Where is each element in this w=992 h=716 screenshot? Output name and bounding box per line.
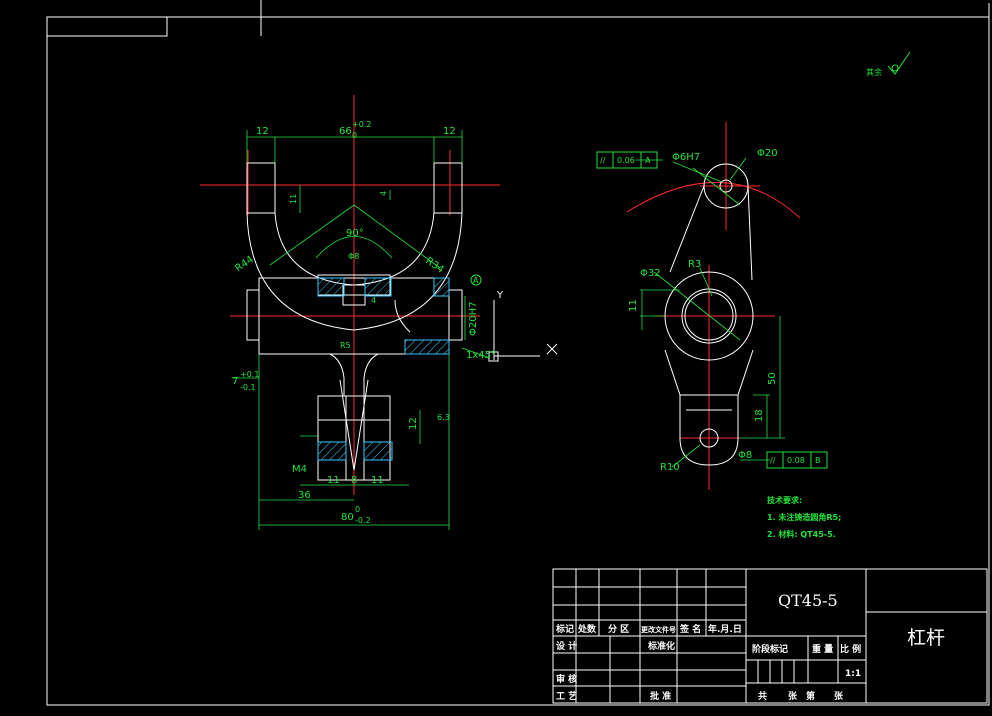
dim-phi8: Φ8 (348, 252, 359, 261)
dim-phi32: Φ32 (640, 268, 661, 279)
dim-b11a: 11 (327, 475, 340, 486)
tb-label-zhang2: 张 (834, 690, 844, 702)
fcf-bottom-value: 0.08 (787, 456, 805, 465)
dim-top-tol-lower: 0 (352, 131, 357, 140)
tb-label-di: 第 (806, 690, 815, 702)
dim-seven: 7 (232, 376, 238, 387)
datum-a-label: A (473, 276, 479, 285)
dim-w80-upper: 0 (355, 505, 360, 514)
dim-chamfer: 1x45° (466, 350, 496, 361)
front-view: Y 66 +0.2 0 12 12 90° R44 R34 Φ8 11 4 4 … (200, 95, 558, 530)
fcf-bottom-datum: B (815, 456, 821, 465)
dim-top-tol-upper: +0.2 (352, 120, 371, 129)
dim-phi6: Φ6H7 (672, 152, 700, 163)
dim-h11: 11 (289, 194, 298, 204)
dim-left-lug: 12 (256, 126, 269, 137)
dim-v50: 50 (767, 372, 778, 385)
tb-label-zhongliang: 重 量 (812, 643, 833, 655)
front-dimension-lines (232, 130, 491, 530)
dim-r34: R34 (423, 255, 445, 275)
dim-angle: 90° (346, 228, 364, 239)
tb-label-gongyi: 工 艺 (556, 690, 577, 702)
dim-b11b: 11 (371, 475, 384, 486)
title-block (552, 568, 988, 704)
tb-label-zhang: 张 (788, 690, 798, 702)
dim-four-a: 4 (379, 191, 388, 196)
tb-label-wenjian: 更改文件号 (641, 625, 676, 634)
tb-label-biaozhunhua: 标准化 (647, 640, 675, 652)
tb-label-fenqu: 分 区 (608, 623, 629, 635)
tb-label-pizhun: 批 准 (650, 690, 671, 702)
dim-v11: 11 (628, 299, 639, 312)
dim-w36: 36 (298, 490, 311, 501)
requirements-title: 技术要求: (767, 495, 802, 505)
roughness-symbol-icon (887, 51, 911, 75)
dim-seven-upper: +0.1 (240, 370, 259, 379)
dim-r12: 12 (408, 417, 419, 430)
fcf-bottom (766, 451, 828, 469)
tb-label-biaoji: 标记 (555, 623, 574, 635)
dim-four-b: 4 (371, 296, 376, 305)
dim-m4: M4 (292, 464, 307, 475)
tb-label-bili: 比 例 (840, 643, 861, 655)
tb-label-jieduan: 阶段标记 (752, 643, 788, 655)
dim-rough: 6.3 (437, 413, 450, 422)
dim-r44: R44 (233, 254, 255, 274)
sheet-frame (46, 0, 990, 706)
fcf-top-symbol: // (600, 156, 606, 165)
datum-a-icon (470, 274, 482, 286)
dim-seven-lower: -0.1 (240, 383, 256, 392)
dim-b8: 8 (351, 475, 357, 486)
front-hatch-sections (317, 277, 450, 461)
fcf-top (596, 151, 658, 169)
requirements-item-2: 2. 材料: QT45-5. (767, 529, 836, 539)
tb-label-sheji: 设 计 (556, 640, 577, 652)
dim-phi20: Φ20 (757, 148, 778, 159)
fcf-top-value: 0.06 (617, 156, 635, 165)
title-block-part-name: 杠杆 (907, 627, 945, 649)
fcf-bottom-symbol: // (770, 456, 776, 465)
dim-w80-lower: -0.2 (355, 516, 371, 525)
requirements-item-1: 1. 未注铸造圆角R5; (767, 512, 841, 522)
dim-top-width: 66 (339, 126, 352, 137)
title-block-material: QT45-5 (778, 591, 838, 610)
dim-r5: R5 (340, 341, 351, 350)
dim-w80: 80 (341, 512, 354, 523)
dim-bore: Φ20H7 (468, 302, 479, 336)
dim-r10: R10 (660, 462, 680, 473)
title-block-scale: 1:1 (845, 669, 861, 679)
side-centerlines (626, 122, 801, 490)
side-dimension-lines (636, 157, 785, 468)
tb-label-gong: 共 (758, 690, 767, 702)
surface-roughness-note: 其余 (866, 51, 911, 77)
ucs-axis-icon (488, 300, 558, 362)
side-view: // 0.06 A // 0.08 B A Φ6H7 Φ20 Φ32 R3 11… (470, 122, 828, 490)
tb-label-date: 年.月.日 (708, 623, 742, 635)
tb-label-shenhe: 审 核 (556, 673, 577, 685)
roughness-note-text: 其余 (866, 67, 882, 77)
technical-requirements: 技术要求: 1. 未注铸造圆角R5; 2. 材料: QT45-5. (767, 495, 841, 539)
tb-label-chushu: 处数 (577, 623, 597, 635)
axis-y-label: Y (496, 290, 504, 301)
dim-v18: 18 (754, 409, 765, 422)
dim-side-phi8: Φ8 (738, 450, 752, 461)
dim-right-lug: 12 (443, 126, 456, 137)
fcf-top-datum: A (645, 156, 651, 165)
tb-label-qianming: 签 名 (679, 623, 701, 635)
dim-r3: R3 (688, 259, 701, 270)
